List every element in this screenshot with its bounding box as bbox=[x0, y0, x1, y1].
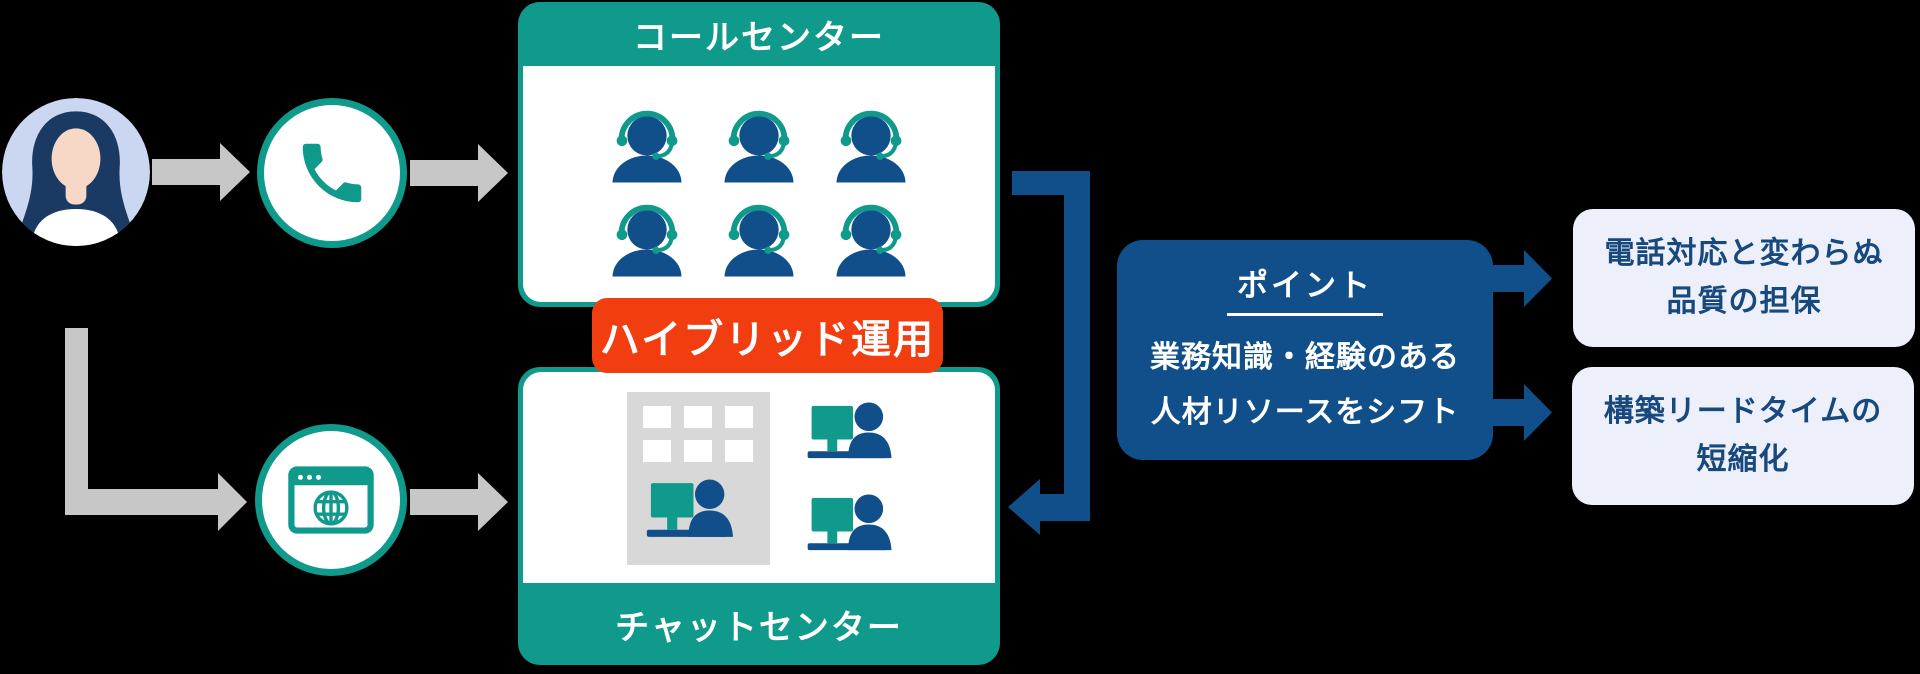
arrow-phone-to-callcenter bbox=[410, 144, 508, 202]
hybrid-operation-label: ハイブリッド運用 bbox=[592, 298, 943, 373]
outcome-2-line-2: 短縮化 bbox=[1696, 442, 1790, 477]
desk-worker-icon bbox=[805, 398, 905, 472]
web-browser-icon bbox=[255, 424, 407, 576]
point-line-1: 業務知識・経験のある bbox=[1150, 339, 1460, 375]
chat-center-title: チャットセンター bbox=[615, 607, 903, 648]
point-box: ポイント 業務知識・経験のある 人材リソースをシフト bbox=[1117, 240, 1493, 460]
operator-icon bbox=[606, 196, 688, 280]
desk-worker-icon bbox=[630, 475, 761, 551]
outcome-card-leadtime: 構築リードタイムの 短縮化 bbox=[1572, 367, 1914, 505]
point-line-2: 人材リソースをシフト bbox=[1150, 395, 1460, 430]
operator-icon bbox=[718, 196, 800, 280]
outcome-1-line-1: 電話対応と変わらぬ bbox=[1604, 236, 1884, 271]
operator-icon bbox=[718, 102, 800, 186]
shift-bracket-arrow bbox=[1008, 171, 1090, 535]
arrow-customer-to-web bbox=[65, 328, 247, 531]
phone-icon bbox=[257, 98, 407, 248]
outcome-1-line-2: 品質の担保 bbox=[1666, 284, 1822, 319]
customer-avatar-icon bbox=[2, 98, 150, 246]
arrow-point-to-outcome-2 bbox=[1493, 384, 1552, 441]
chat-center-body bbox=[523, 372, 995, 583]
operator-icon bbox=[830, 102, 912, 186]
call-center-box: コールセンター bbox=[518, 2, 1000, 307]
desk-worker-icon bbox=[805, 490, 905, 564]
call-center-title: コールセンター bbox=[633, 17, 885, 58]
operator-icon bbox=[606, 102, 688, 186]
point-title: ポイント bbox=[1227, 260, 1383, 316]
operator-icon bbox=[830, 196, 912, 280]
call-center-body bbox=[523, 66, 995, 302]
office-building-icon bbox=[627, 392, 770, 565]
outcome-2-line-1: 構築リードタイムの bbox=[1603, 394, 1883, 429]
arrow-point-to-outcome-1 bbox=[1493, 250, 1552, 307]
arrow-web-to-chatcenter bbox=[410, 473, 508, 531]
outcome-card-quality: 電話対応と変わらぬ 品質の担保 bbox=[1573, 209, 1915, 347]
arrow-customer-to-phone bbox=[152, 143, 250, 201]
chat-center-box: チャットセンター bbox=[518, 367, 1000, 665]
